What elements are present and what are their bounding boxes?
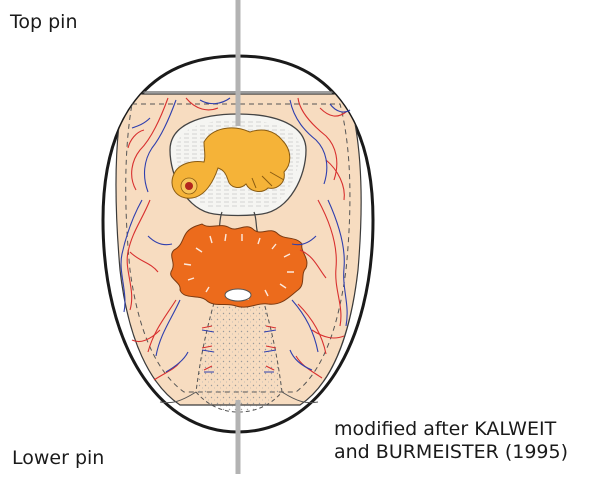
- credit-caption: modified after KALWEIT and BURMEISTER (1…: [334, 418, 602, 464]
- credit-line-1: modified after KALWEIT: [334, 418, 602, 441]
- top-pin-label: Top pin: [10, 11, 77, 34]
- credit-line-2: and BURMEISTER (1995): [334, 441, 602, 464]
- albumen-knob: [225, 289, 251, 301]
- lower-pin-label: Lower pin: [12, 447, 104, 470]
- embryo-eye: [185, 182, 193, 190]
